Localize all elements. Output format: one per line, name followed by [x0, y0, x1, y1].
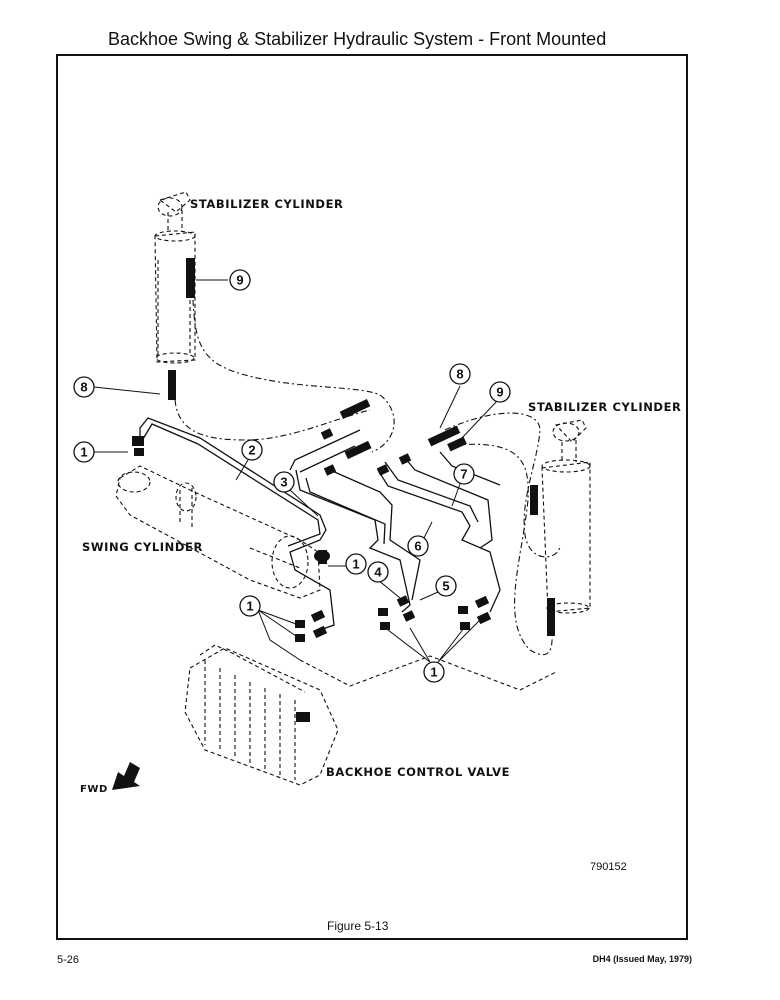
fwd-arrow-icon	[112, 762, 140, 790]
fwd-label: FWD	[80, 784, 108, 795]
swing-cylinder	[115, 465, 330, 599]
label-stabilizer-cylinder-left: STABILIZER CYLINDER	[190, 197, 344, 211]
svg-text:1: 1	[352, 557, 359, 572]
svg-text:3: 3	[280, 475, 287, 490]
svg-text:7: 7	[460, 467, 467, 482]
stabilizer-cylinder-left	[154, 191, 196, 400]
callout-1-left: 1	[73, 441, 95, 463]
tube-lines	[139, 417, 501, 631]
svg-text:8: 8	[80, 380, 87, 395]
callout-3: 3	[273, 471, 295, 493]
svg-text:4: 4	[374, 565, 382, 580]
label-swing-cylinder: SWING CYLINDER	[82, 540, 203, 554]
page-title: Backhoe Swing & Stabilizer Hydraulic Sys…	[108, 29, 607, 49]
svg-text:9: 9	[236, 273, 243, 288]
callout-5: 5	[435, 575, 457, 597]
drawing-number: 790152	[590, 861, 627, 873]
callout-6: 6	[407, 535, 429, 557]
callout-8-right: 8	[449, 363, 471, 385]
fwd-indicator: FWD	[80, 762, 140, 795]
callout-7: 7	[453, 463, 475, 485]
svg-text:8: 8	[456, 367, 463, 382]
figure-frame	[56, 54, 688, 940]
stabilizer-cylinder-right	[530, 419, 591, 636]
leader-lines	[93, 279, 499, 663]
svg-text:5: 5	[442, 579, 449, 594]
figure-caption: Figure 5-13	[327, 919, 389, 933]
document-reference: DH4 (Issued May, 1979)	[592, 954, 692, 964]
callout-4: 4	[367, 561, 389, 583]
svg-text:6: 6	[414, 539, 421, 554]
svg-text:1: 1	[430, 665, 437, 680]
label-backhoe-control-valve: BACKHOE CONTROL VALVE	[326, 765, 510, 779]
page-number: 5-26	[57, 954, 80, 966]
svg-text:1: 1	[246, 599, 253, 614]
callout-9-right: 9	[489, 381, 511, 403]
fittings	[132, 399, 492, 642]
label-stabilizer-cylinder-right: STABILIZER CYLINDER	[528, 400, 682, 414]
callout-9-top: 9	[229, 269, 251, 291]
hoses	[174, 299, 561, 656]
callout-1-mid: 1	[345, 553, 367, 575]
callout-8-left: 8	[73, 376, 95, 398]
backhoe-control-valve	[184, 644, 557, 786]
callout-1-bottom: 1	[423, 661, 445, 683]
callout-2: 2	[241, 439, 263, 461]
svg-text:9: 9	[496, 385, 503, 400]
callout-1-lower: 1	[239, 595, 261, 617]
svg-text:1: 1	[80, 445, 87, 460]
svg-text:2: 2	[248, 443, 255, 458]
